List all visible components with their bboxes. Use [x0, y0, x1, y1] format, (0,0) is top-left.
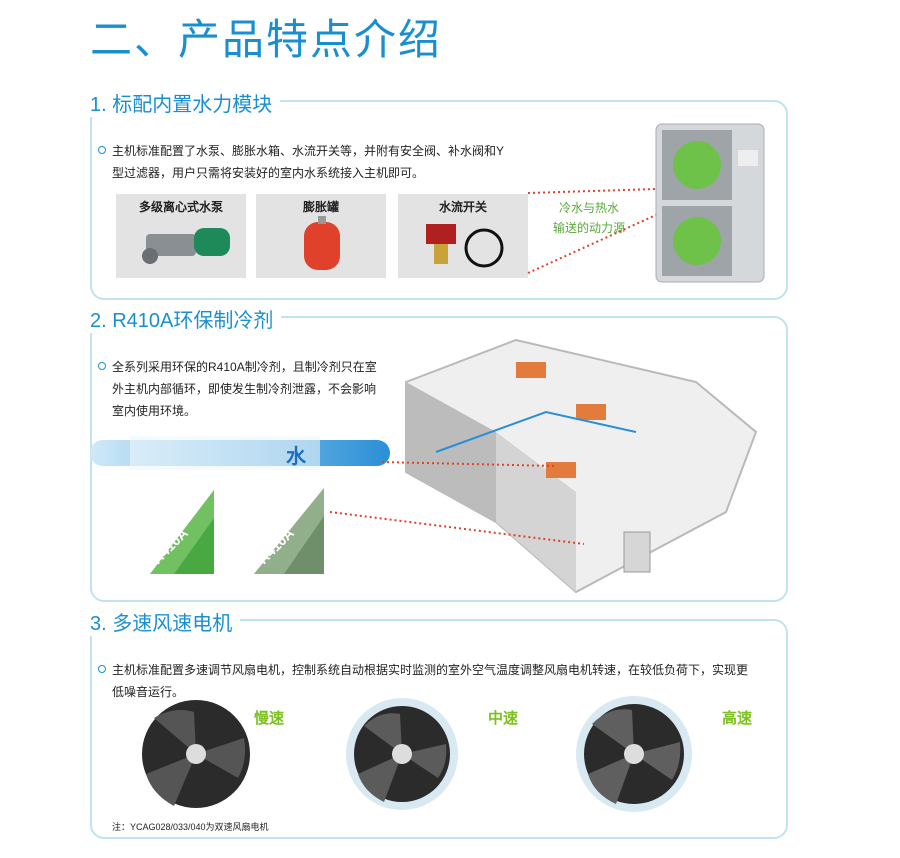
speed-label-high: 高速	[722, 710, 753, 727]
desc-line: 外主机内部循环，即使发生制冷剂泄露，不会影响	[112, 382, 377, 396]
section-description: 主机标准配置多速调节风扇电机，控制系统自动根据实时监测的室外空气温度调整风扇电机…	[97, 659, 749, 703]
water-label: 水	[286, 446, 306, 468]
card-pump: 多级离心式水泵	[116, 194, 246, 278]
tank-image	[304, 216, 340, 270]
speed-label-slow: 慢速	[254, 710, 285, 727]
callout-text: 冷水与热水 输送的动力源	[544, 198, 634, 238]
callout-line: 输送的动力源	[552, 221, 625, 235]
section-heading: 1. 标配内置水力模块	[90, 88, 281, 117]
fan-medium-image	[346, 698, 458, 810]
card-label: 水流开关	[438, 200, 487, 214]
outdoor-unit-image	[655, 123, 765, 283]
desc-line: 主机标准配置多速调节风扇电机，控制系统自动根据实时监测的室外空气温度调整风扇电机…	[112, 663, 749, 677]
refrigerant-callout-lines	[329, 461, 585, 545]
callout-line: 冷水与热水	[558, 201, 619, 215]
footnote: 注：YCAG028/033/040为双速风扇电机	[112, 822, 269, 832]
card-flow-switch: 水流开关	[398, 194, 528, 278]
section-heading: 2. R410A环保制冷剂	[90, 304, 282, 333]
page-title: 二、产品特点介绍	[90, 16, 443, 63]
card-expansion-tank: 膨胀罐	[256, 194, 386, 278]
section-heading: 3. 多速风速电机	[90, 607, 241, 636]
desc-line: 主机标准配置了水泵、膨胀水箱、水流开关等，并附有安全阀、补水阀和Y	[112, 144, 505, 158]
section-description: 主机标准配置了水泵、膨胀水箱、水流开关等，并附有安全阀、补水阀和Y 型过滤器，用…	[97, 140, 505, 184]
water-pipe-image	[90, 436, 390, 470]
desc-line: 型过滤器，用户只需将安装好的室内水系统接入主机即可。	[112, 166, 425, 180]
desc-line: 全系列采用环保的R410A制冷剂，且制冷剂只在室	[112, 360, 377, 374]
card-label: 多级离心式水泵	[138, 200, 223, 214]
desc-line: 室内使用环境。	[112, 404, 197, 418]
callout-lines	[527, 188, 657, 274]
fan-slow-image	[142, 700, 250, 808]
desc-line: 低噪音运行。	[112, 685, 185, 699]
r410a-badge-gray-icon	[254, 488, 324, 574]
flow-switch-image	[426, 224, 504, 268]
fan-high-image	[576, 696, 692, 812]
r410a-badge-icon	[150, 490, 214, 574]
speed-label-medium: 中速	[488, 710, 519, 727]
house-cutaway-image	[405, 338, 758, 594]
pump-image	[142, 228, 230, 264]
section-description: 全系列采用环保的R410A制冷剂，且制冷剂只在室 外主机内部循环，即使发生制冷剂…	[98, 356, 377, 422]
card-label: 膨胀罐	[302, 200, 339, 214]
